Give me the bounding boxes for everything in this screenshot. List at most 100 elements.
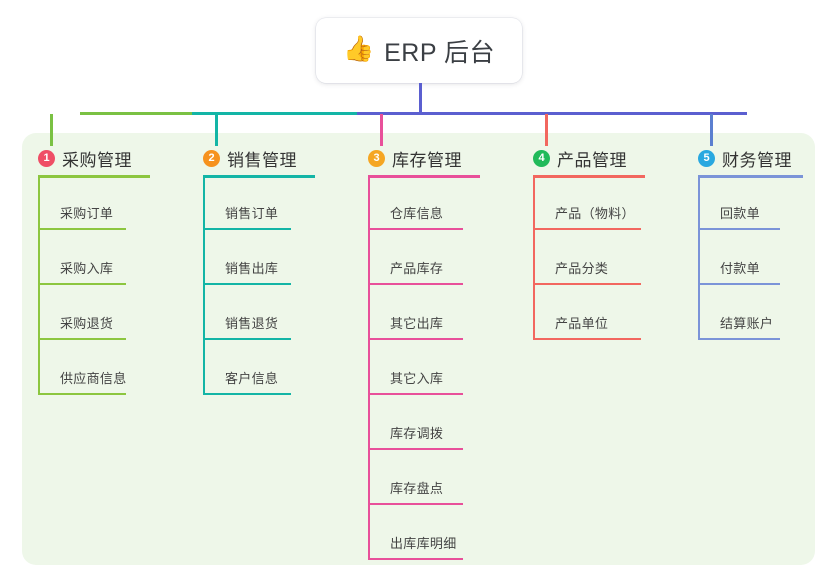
branch-underline <box>698 175 803 178</box>
bus-col2-col3 <box>192 112 357 115</box>
branch-title: 库存管理 <box>392 151 462 170</box>
leaf-item[interactable]: 产品（物料） <box>533 175 641 230</box>
branch-underline <box>203 175 315 178</box>
leaf-item-underline <box>203 393 291 395</box>
branch-stem-2 <box>215 114 218 146</box>
leaf-item-underline <box>533 228 641 230</box>
leaf-item[interactable]: 产品分类 <box>533 230 641 285</box>
leaf-item[interactable]: 付款单 <box>698 230 780 285</box>
leaf-item-underline <box>38 283 126 285</box>
leaf-item-underline <box>38 338 126 340</box>
leaf-item[interactable]: 出库库明细 <box>368 505 463 560</box>
leaf-item-underline <box>533 338 641 340</box>
branch-stem-1 <box>50 114 53 146</box>
leaf-item-label: 采购入库 <box>60 261 114 276</box>
leaf-item-label: 产品库存 <box>390 261 444 276</box>
leaf-item-underline <box>368 393 463 395</box>
root-connector-stem <box>419 83 422 115</box>
root-node[interactable]: 👍 ERP 后台 <box>316 18 522 83</box>
leaf-item-underline <box>368 283 463 285</box>
branch-header-3[interactable]: 3 库存管理 <box>368 146 462 171</box>
branch-number-badge: 3 <box>368 150 385 167</box>
leaf-item[interactable]: 客户信息 <box>203 340 291 395</box>
leaf-item-underline <box>203 283 291 285</box>
leaf-item-underline <box>698 228 780 230</box>
branch-spine <box>698 175 700 340</box>
leaf-item-label: 采购订单 <box>60 206 114 221</box>
branch-header-4[interactable]: 4 产品管理 <box>533 146 627 171</box>
leaf-item-underline <box>533 283 641 285</box>
branch-spine <box>38 175 40 395</box>
branch-title: 财务管理 <box>722 151 792 170</box>
leaf-item[interactable]: 采购退货 <box>38 285 126 340</box>
leaf-item-underline <box>368 448 463 450</box>
bus-col3-col5 <box>357 112 747 115</box>
leaf-item-underline <box>698 283 780 285</box>
branch-stem-4 <box>545 114 548 146</box>
leaf-item-label: 产品单位 <box>555 316 609 331</box>
leaf-item-underline <box>203 338 291 340</box>
leaf-item[interactable]: 销售出库 <box>203 230 291 285</box>
branch-header-5[interactable]: 5 财务管理 <box>698 146 792 171</box>
leaf-item-underline <box>368 558 463 560</box>
leaf-item[interactable]: 销售退货 <box>203 285 291 340</box>
leaf-item-underline <box>368 228 463 230</box>
leaf-item-underline <box>203 228 291 230</box>
branch-stem-5 <box>710 114 713 146</box>
branch-spine <box>203 175 205 395</box>
leaf-item-label: 仓库信息 <box>390 206 444 221</box>
leaf-item-underline <box>38 393 126 395</box>
leaf-item[interactable]: 其它出库 <box>368 285 463 340</box>
leaf-item-label: 出库库明细 <box>390 536 457 551</box>
leaf-item-label: 销售订单 <box>225 206 279 221</box>
leaf-item-label: 结算账户 <box>720 316 774 331</box>
leaf-item[interactable]: 产品单位 <box>533 285 641 340</box>
bus-col1-col2 <box>80 112 192 115</box>
branch-number-badge: 5 <box>698 150 715 167</box>
branch-underline <box>38 175 150 178</box>
branch-number-badge: 2 <box>203 150 220 167</box>
branch-title: 产品管理 <box>557 151 627 170</box>
leaf-item-label: 其它入库 <box>390 371 444 386</box>
leaf-item-label: 采购退货 <box>60 316 114 331</box>
leaf-item[interactable]: 供应商信息 <box>38 340 126 395</box>
branch-stem-3 <box>380 114 383 146</box>
leaf-item[interactable]: 库存调拨 <box>368 395 463 450</box>
branch-underline <box>533 175 645 178</box>
leaf-item-label: 供应商信息 <box>60 371 127 386</box>
leaf-item[interactable]: 结算账户 <box>698 285 780 340</box>
leaf-item-label: 其它出库 <box>390 316 444 331</box>
leaf-item[interactable]: 仓库信息 <box>368 175 463 230</box>
leaf-item-underline <box>38 228 126 230</box>
branch-header-1[interactable]: 1 采购管理 <box>38 146 132 171</box>
leaf-item[interactable]: 库存盘点 <box>368 450 463 505</box>
thumbs-up-icon: 👍 <box>342 35 375 63</box>
leaf-item-label: 库存调拨 <box>390 426 444 441</box>
leaf-item[interactable]: 采购订单 <box>38 175 126 230</box>
branch-title: 销售管理 <box>227 151 297 170</box>
leaf-item-underline <box>368 338 463 340</box>
branch-underline <box>368 175 480 178</box>
branch-number-badge: 1 <box>38 150 55 167</box>
branch-number-badge: 4 <box>533 150 550 167</box>
branch-header-2[interactable]: 2 销售管理 <box>203 146 297 171</box>
branch-spine <box>533 175 535 340</box>
leaf-item-label: 回款单 <box>720 206 760 221</box>
root-node-title: ERP 后台 <box>384 38 496 67</box>
branch-spine <box>368 175 370 560</box>
branch-title: 采购管理 <box>62 151 132 170</box>
leaf-item[interactable]: 产品库存 <box>368 230 463 285</box>
leaf-item-label: 产品（物料） <box>555 206 635 221</box>
leaf-item[interactable]: 其它入库 <box>368 340 463 395</box>
leaf-item-label: 客户信息 <box>225 371 279 386</box>
diagram-panel <box>22 133 815 565</box>
leaf-item-label: 付款单 <box>720 261 760 276</box>
leaf-item-label: 销售出库 <box>225 261 279 276</box>
leaf-item-underline <box>368 503 463 505</box>
leaf-item-label: 库存盘点 <box>390 481 444 496</box>
leaf-item[interactable]: 采购入库 <box>38 230 126 285</box>
leaf-item[interactable]: 回款单 <box>698 175 780 230</box>
leaf-item[interactable]: 销售订单 <box>203 175 291 230</box>
leaf-item-underline <box>698 338 780 340</box>
leaf-item-label: 销售退货 <box>225 316 279 331</box>
